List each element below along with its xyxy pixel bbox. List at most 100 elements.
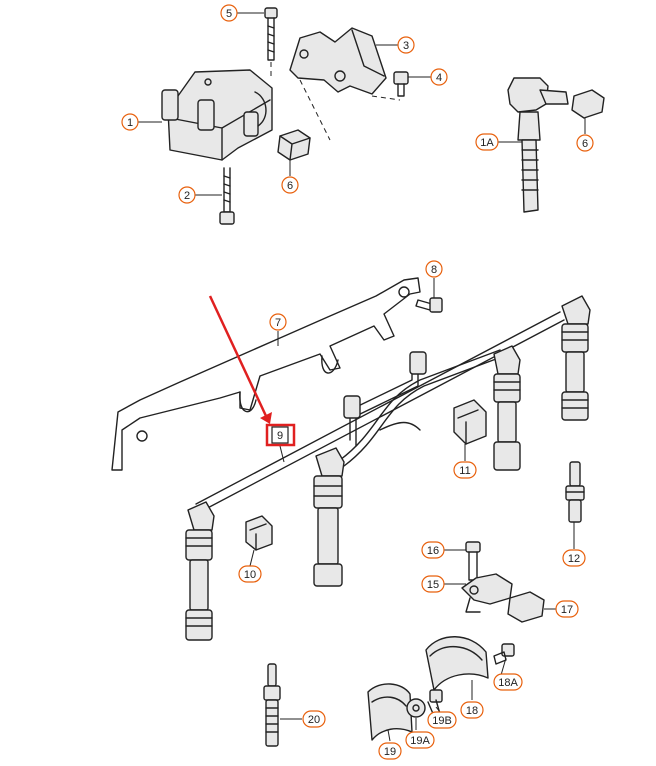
callout-17: 17 — [555, 600, 579, 618]
callout-12: 12 — [562, 549, 586, 567]
callout-bubble — [430, 68, 448, 86]
callout-text: 20 — [308, 714, 320, 726]
callout-11: 11 — [453, 461, 477, 479]
ignition-coil-pack — [161, 69, 273, 161]
callout-18: 18 — [460, 701, 484, 719]
callout-bubble — [555, 600, 579, 618]
callout-text: 1A — [480, 137, 494, 149]
callout-text: 4 — [436, 72, 442, 84]
callout-10: 10 — [238, 565, 262, 583]
callout-text: 1 — [127, 117, 133, 129]
callout-bubble — [421, 575, 445, 593]
callout-6: 6 — [281, 176, 299, 194]
bolt-5 — [264, 7, 278, 61]
callout-bubble — [378, 742, 402, 760]
callout-1: 1 — [121, 113, 139, 131]
callout-text: 5 — [226, 8, 232, 20]
callout-bubble — [220, 4, 238, 22]
bolt-2 — [219, 167, 235, 225]
callout-20: 20 — [302, 710, 326, 728]
callout-text: 7 — [275, 317, 281, 329]
callout-8: 8 — [425, 260, 443, 278]
callout-bubble — [493, 673, 523, 691]
callout-text: 6 — [287, 180, 293, 192]
bolt-16 — [465, 541, 481, 581]
callout-text: 12 — [568, 553, 580, 565]
plug-boot-second — [313, 447, 345, 587]
plug-boot-right — [561, 295, 591, 421]
clip-10 — [245, 515, 273, 551]
callout-16: 16 — [421, 541, 445, 559]
callout-bubble — [271, 426, 289, 444]
callout-5: 5 — [220, 4, 238, 22]
callout-text: 18A — [498, 677, 518, 689]
callout-9: 9 — [271, 426, 289, 444]
callout-bubble — [121, 113, 139, 131]
callout-19: 19 — [378, 742, 402, 760]
bolt-18A — [493, 643, 515, 665]
callout-text: 8 — [431, 264, 437, 276]
callout-bubble — [475, 133, 499, 151]
callout-text: 11 — [459, 465, 470, 477]
callout-text: 18 — [466, 705, 478, 717]
callout-bubble — [178, 186, 196, 204]
callout-19b: 19B — [427, 711, 457, 729]
callout-text: 19B — [432, 715, 452, 727]
single-coil-1A — [507, 77, 569, 213]
clip-11 — [453, 399, 487, 445]
cover-18 — [425, 636, 489, 691]
callout-text: 9 — [277, 430, 283, 442]
callout-text: 16 — [427, 545, 439, 557]
cable-holder-rail-7 — [111, 277, 421, 471]
plug-20 — [263, 663, 281, 747]
callout-bubble — [421, 541, 445, 559]
callout-bubble — [425, 260, 443, 278]
callout-bubble — [281, 176, 299, 194]
plug-boot-third — [493, 345, 521, 471]
highlight-box — [265, 423, 296, 447]
callout-6: 6 — [576, 134, 594, 152]
callout-bubble — [562, 549, 586, 567]
callout-bubble — [302, 710, 326, 728]
connector-6-left — [277, 129, 311, 161]
callout-text: 6 — [582, 138, 588, 150]
callout-text: 10 — [244, 569, 256, 581]
callout-19a: 19A — [405, 731, 435, 749]
leader-lines — [137, 12, 586, 742]
callout-bubble — [405, 731, 435, 749]
callout-text: 19A — [410, 735, 430, 747]
callout-15: 15 — [421, 575, 445, 593]
sensor-15 — [461, 573, 513, 613]
connector-17 — [507, 591, 545, 623]
connector-6-right — [571, 89, 605, 119]
callout-text: 15 — [427, 579, 439, 591]
callout-3: 3 — [397, 36, 415, 54]
washer-19A — [406, 698, 426, 718]
clamp-19 — [367, 683, 413, 741]
callout-bubble — [269, 313, 287, 331]
bolt-8 — [415, 297, 443, 313]
callout-4: 4 — [430, 68, 448, 86]
callout-bubble — [238, 565, 262, 583]
callout-7: 7 — [269, 313, 287, 331]
callout-text: 2 — [184, 190, 190, 202]
bolt-4 — [393, 71, 409, 97]
plug-boot-left — [185, 501, 215, 641]
callout-text: 17 — [561, 604, 573, 616]
callout-bubble — [453, 461, 477, 479]
callout-bubble — [397, 36, 415, 54]
callout-text: 3 — [403, 40, 409, 52]
callout-18a: 18A — [493, 673, 523, 691]
spark-plug-12 — [565, 461, 585, 523]
callout-2: 2 — [178, 186, 196, 204]
callout-text: 19 — [384, 746, 396, 758]
callout-bubble — [460, 701, 484, 719]
bracket-3 — [289, 27, 387, 95]
callout-bubble — [576, 134, 594, 152]
highlight-arrow — [208, 295, 272, 424]
ignition-lead-9 — [195, 311, 565, 513]
callout-1a: 1A — [475, 133, 499, 151]
